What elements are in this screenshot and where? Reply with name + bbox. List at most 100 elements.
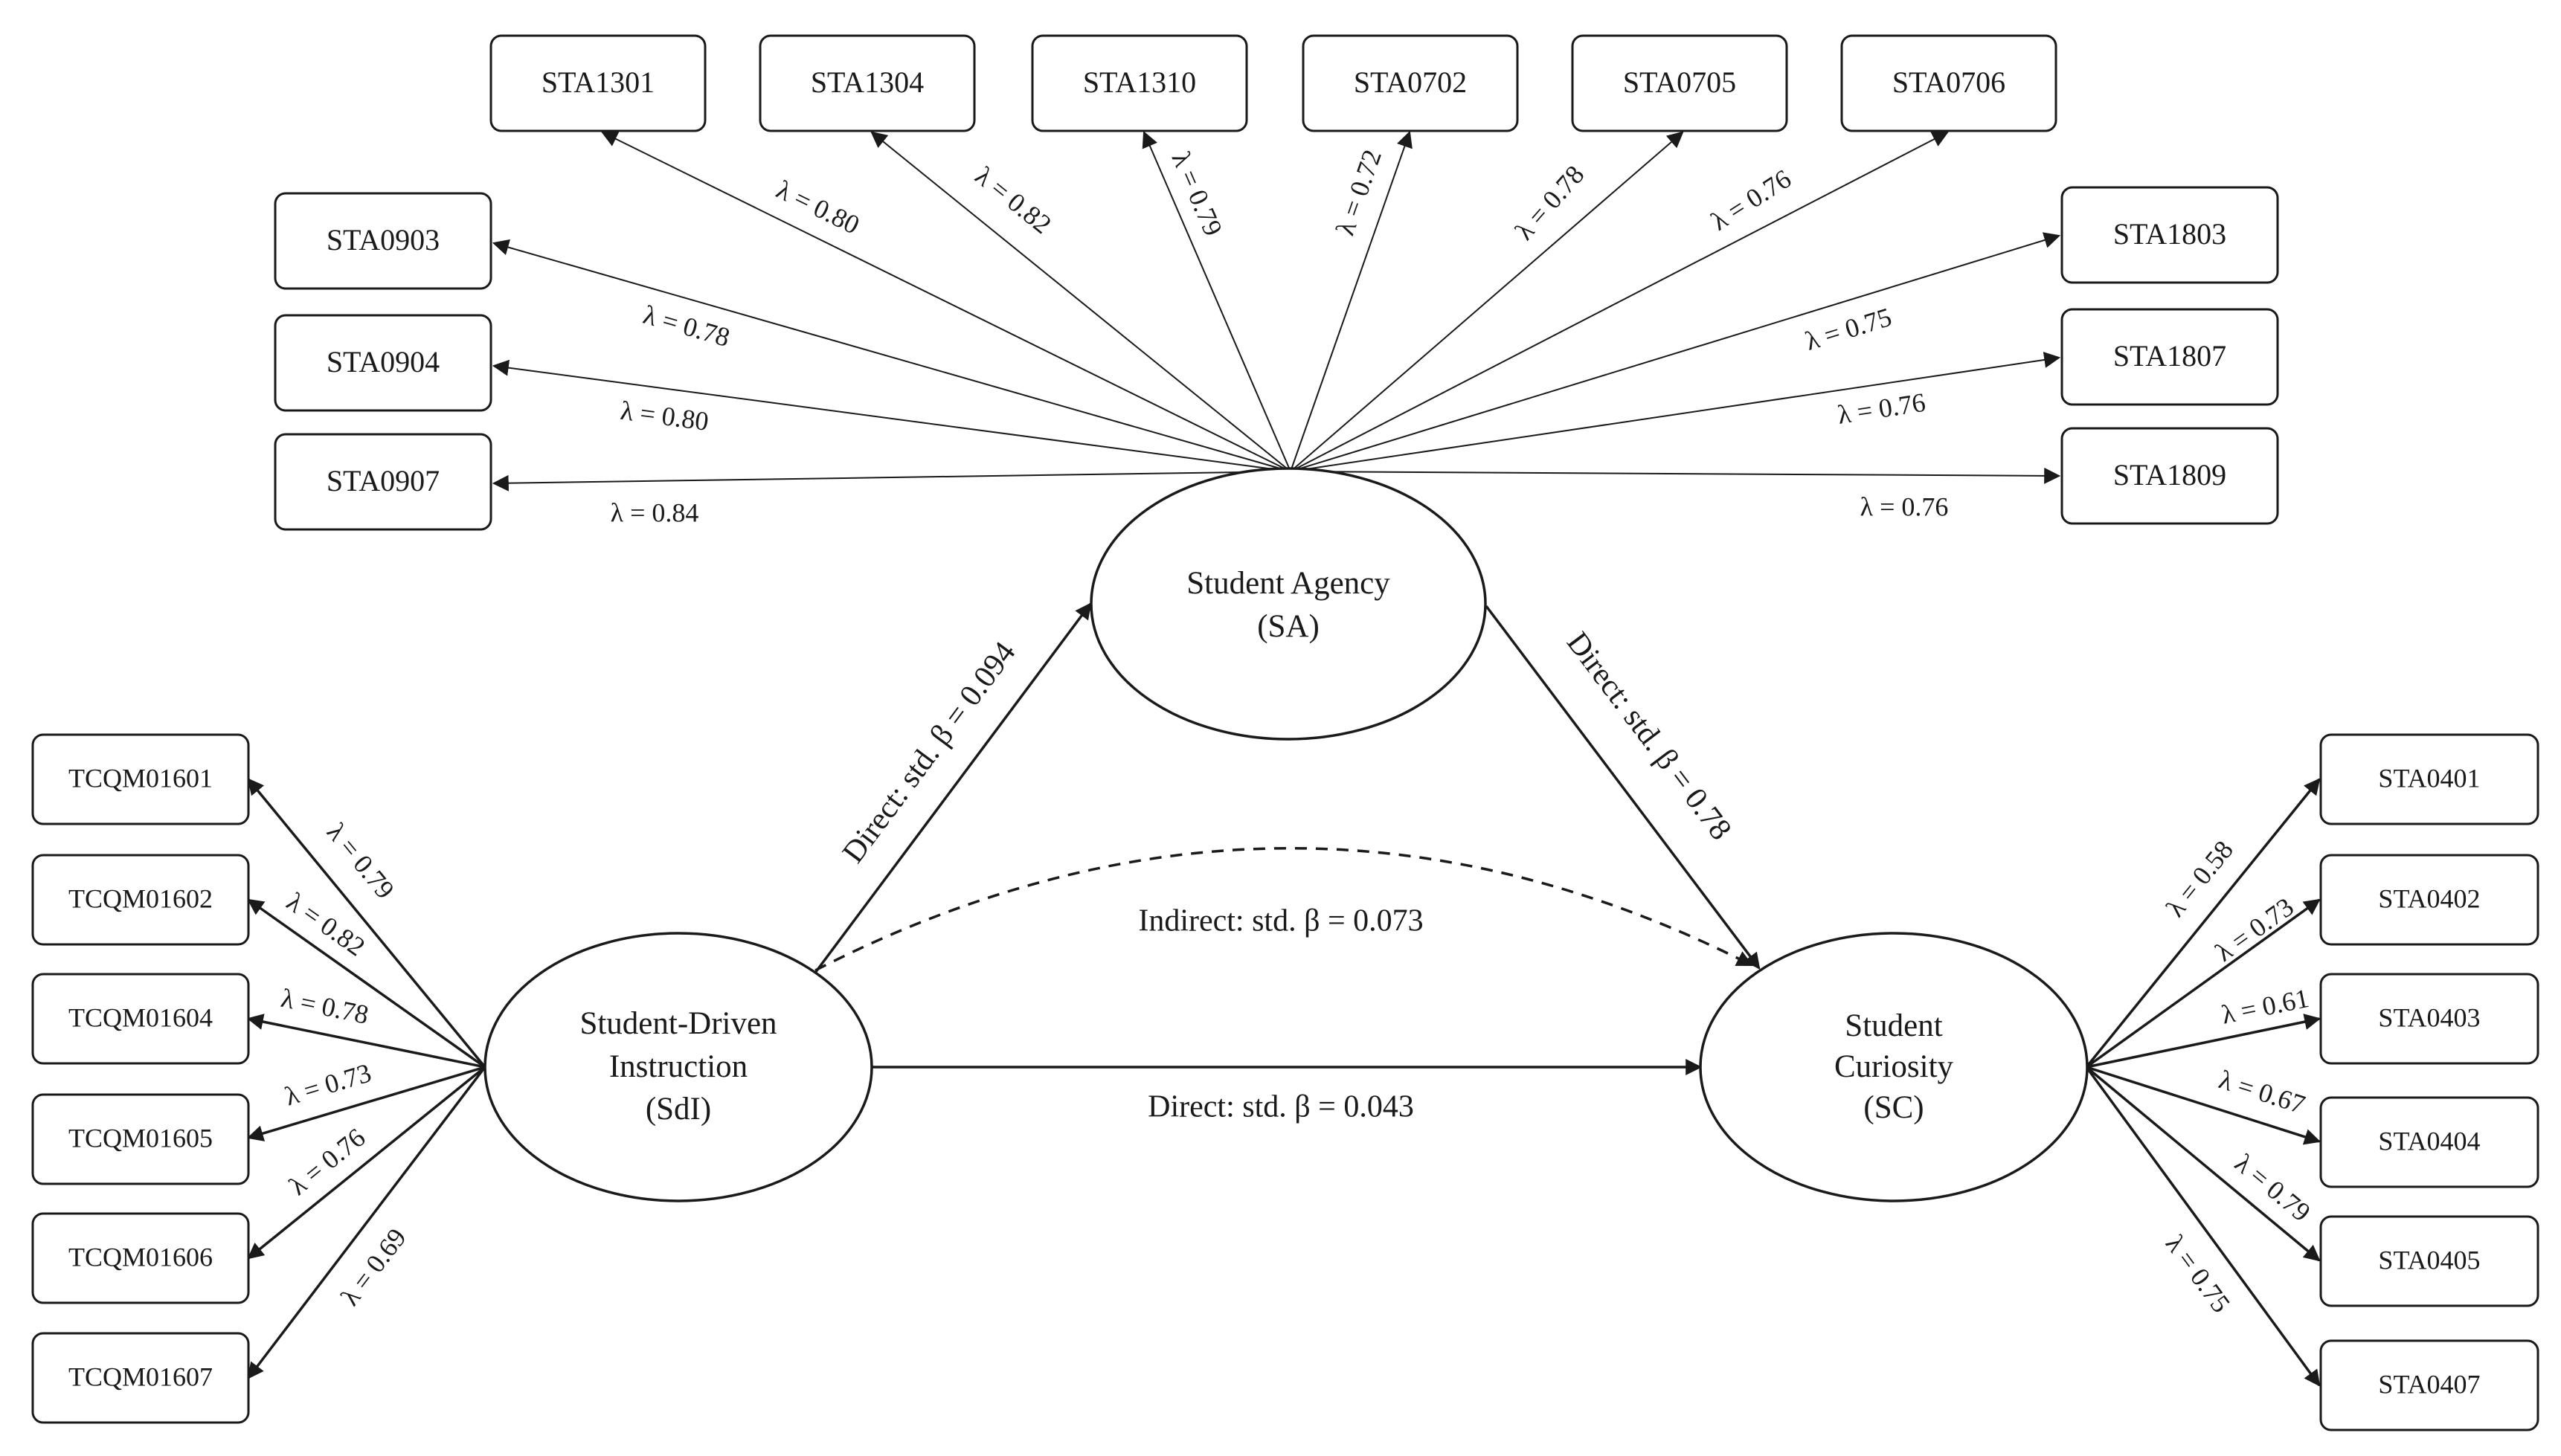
tcqm01607-label: TCQM01607 xyxy=(68,1362,213,1391)
box-sta0706: STA0706 xyxy=(1840,34,2057,132)
box-sta0702: STA0702 xyxy=(1302,34,1519,132)
sta0907-label: STA0907 xyxy=(327,464,440,497)
arrow-sdi-tcqm01601 xyxy=(247,778,486,1069)
sta0705-label: STA0705 xyxy=(1623,65,1736,99)
arrow-sdi-tcqm01606 xyxy=(247,1066,486,1260)
arrow-sa-sta1803 xyxy=(1290,232,2061,472)
sta0904-label: STA0904 xyxy=(327,345,440,379)
arrow-sa-sta1304 xyxy=(870,131,1291,472)
loading-tcqm01602: λ = 0.82 xyxy=(281,886,370,961)
box-sta1809: STA1809 xyxy=(2060,427,2279,525)
sc-title-line1: Student xyxy=(1845,1008,1942,1043)
tcqm01601-label: TCQM01601 xyxy=(68,763,213,793)
sta0903-label: STA0903 xyxy=(327,223,440,257)
arrow-sa-sta1310 xyxy=(1142,130,1291,472)
box-tcqm01602: TCQM01602 xyxy=(31,854,250,946)
arrow-sa-sc xyxy=(1485,605,1761,970)
construct-student-agency: Student Agency (SA) xyxy=(1090,467,1487,741)
loading-sta1304: λ = 0.82 xyxy=(970,161,1057,239)
loading-sta0702: λ = 0.72 xyxy=(1330,146,1387,239)
loading-sta0402: λ = 0.73 xyxy=(2210,892,2299,967)
arrow-sa-sta0706 xyxy=(1290,131,1949,472)
sdi-indicator-boxes: TCQM01601 TCQM01602 TCQM01604 TCQM01605 … xyxy=(31,733,250,1424)
box-sta1803: STA1803 xyxy=(2060,186,2279,284)
construct-student-driven-instruction: Student-Driven Instruction (SdI) xyxy=(483,932,873,1202)
tcqm01602-label: TCQM01602 xyxy=(68,883,213,913)
arrow-sa-sta1807 xyxy=(1290,352,2061,472)
loading-sta1807: λ = 0.76 xyxy=(1836,387,1927,430)
loading-tcqm01607: λ = 0.69 xyxy=(335,1223,412,1311)
box-sta0405: STA0405 xyxy=(2319,1215,2539,1307)
tcqm01604-label: TCQM01604 xyxy=(68,1002,213,1032)
arrow-sc-sta0404 xyxy=(2086,1066,2321,1145)
sta0404-label: STA0404 xyxy=(2378,1126,2480,1156)
sta1803-label: STA1803 xyxy=(2113,217,2226,251)
tcqm01606-label: TCQM01606 xyxy=(68,1242,213,1272)
arrow-sdi-tcqm01607 xyxy=(247,1066,486,1379)
loading-sta0404: λ = 0.67 xyxy=(2215,1064,2308,1119)
box-sta0403: STA0403 xyxy=(2319,973,2539,1065)
sa-indicator-boxes: STA1301 STA1304 STA1310 STA0702 STA0705 … xyxy=(274,34,2279,531)
sdi-loading-arrows xyxy=(246,778,486,1379)
arrow-sa-sta0903 xyxy=(492,239,1291,472)
loading-tcqm01604: λ = 0.78 xyxy=(279,983,371,1030)
arrow-sdi-tcqm01604 xyxy=(246,1014,486,1069)
loading-sta0706: λ = 0.76 xyxy=(1706,164,1796,236)
sta1807-label: STA1807 xyxy=(2113,339,2226,373)
sc-loading-arrows xyxy=(2085,778,2321,1387)
arrow-sa-sta1809 xyxy=(1290,467,2061,484)
box-tcqm01601: TCQM01601 xyxy=(31,733,250,825)
box-sta0404: STA0404 xyxy=(2319,1096,2539,1188)
sdi-loading-labels: λ = 0.79 λ = 0.82 λ = 0.78 λ = 0.73 λ = … xyxy=(279,817,412,1311)
arrow-sc-sta0401 xyxy=(2085,778,2321,1069)
loading-sta0407: λ = 0.75 xyxy=(2160,1229,2237,1318)
sta0401-label: STA0401 xyxy=(2378,763,2480,793)
loading-sta0705: λ = 0.78 xyxy=(1509,160,1590,246)
loading-sta1809: λ = 0.76 xyxy=(1860,492,1949,521)
sa-loading-arrows xyxy=(492,130,2061,492)
sta0702-label: STA0702 xyxy=(1354,65,1467,99)
sc-title-line2: Curiosity xyxy=(1834,1049,1954,1084)
box-tcqm01607: TCQM01607 xyxy=(31,1332,250,1424)
loading-sta0401: λ = 0.58 xyxy=(2160,835,2239,922)
arrow-sdi-sa xyxy=(814,602,1092,974)
box-sta0904: STA0904 xyxy=(274,314,492,412)
box-sta1807: STA1807 xyxy=(2060,308,2279,406)
box-sta0705: STA0705 xyxy=(1571,34,1788,132)
sta0706-label: STA0706 xyxy=(1892,65,2005,99)
arrow-sc-sta0405 xyxy=(2085,1066,2321,1262)
sta1809-label: STA1809 xyxy=(2113,458,2226,492)
structural-paths xyxy=(814,602,1761,1075)
loading-tcqm01606: λ = 0.76 xyxy=(283,1122,371,1201)
box-sta0402: STA0402 xyxy=(2319,854,2539,946)
sdi-title-line1: Student-Driven xyxy=(579,1006,777,1041)
loading-sta0904: λ = 0.80 xyxy=(619,396,710,437)
label-direct-sdi-sa: Direct: std. β = 0.094 xyxy=(836,636,1023,869)
sta1301-label: STA1301 xyxy=(542,65,655,99)
sa-title: Student Agency xyxy=(1186,566,1390,601)
sta0403-label: STA0403 xyxy=(2378,1002,2480,1032)
arrow-sa-sta0705 xyxy=(1290,131,1684,472)
sc-abbrev: (SC) xyxy=(1863,1090,1924,1125)
sta0407-label: STA0407 xyxy=(2378,1369,2480,1399)
box-tcqm01606: TCQM01606 xyxy=(31,1212,250,1304)
box-sta1304: STA1304 xyxy=(759,34,976,132)
box-sta0903: STA0903 xyxy=(274,192,492,290)
arrow-sdi-tcqm01602 xyxy=(247,898,486,1069)
sc-loading-labels: λ = 0.58 λ = 0.73 λ = 0.61 λ = 0.67 λ = … xyxy=(2160,835,2316,1318)
sta1310-label: STA1310 xyxy=(1083,65,1196,99)
label-direct-sa-sc: Direct: std. β = 0.78 xyxy=(1560,626,1738,847)
sta0405-label: STA0405 xyxy=(2378,1245,2480,1275)
arrow-sc-sta0402 xyxy=(2085,898,2321,1069)
box-tcqm01604: TCQM01604 xyxy=(31,973,250,1065)
box-sta1310: STA1310 xyxy=(1031,34,1248,132)
arrow-sa-sta0702 xyxy=(1290,130,1413,472)
loading-sta1310: λ = 0.79 xyxy=(1166,147,1228,240)
tcqm01605-label: TCQM01605 xyxy=(68,1123,213,1153)
arrow-sa-sta0907 xyxy=(492,471,1291,492)
construct-student-curiosity: Student Curiosity (SC) xyxy=(1699,932,2089,1202)
sdi-abbrev: (SdI) xyxy=(646,1092,711,1127)
label-indirect-effect: Indirect: std. β = 0.073 xyxy=(1138,904,1423,938)
arrow-sdi-tcqm01605 xyxy=(246,1066,486,1141)
arrow-sa-sta1301 xyxy=(601,131,1291,472)
